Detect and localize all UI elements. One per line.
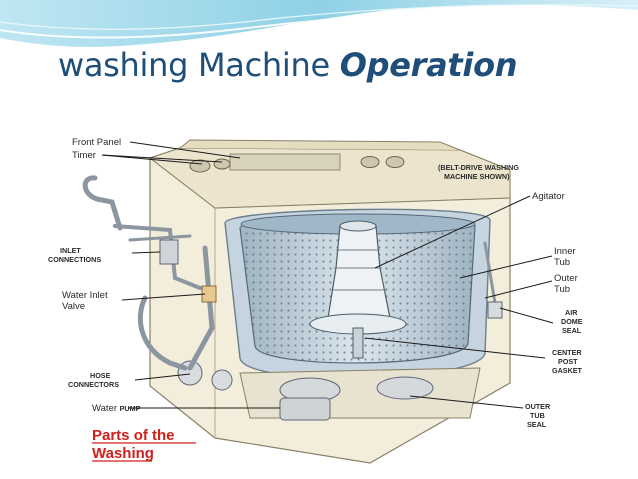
label-outer-tub-seal-1: OUTER <box>525 402 551 411</box>
label-outer-tub-seal-3: SEAL <box>527 420 547 429</box>
caption-line-2: Washing <box>92 445 154 462</box>
label-inlet-connections-1: INLET <box>60 246 81 255</box>
label-hose-connectors-1: HOSE <box>90 371 111 380</box>
label-air-dome-seal-1: AIR <box>565 308 578 317</box>
control-panel <box>179 139 461 173</box>
leader-lines <box>101 141 554 409</box>
label-timer: Timer <box>72 150 96 161</box>
label-water-pump-1: Water <box>92 403 117 414</box>
label-agitator: Agitator <box>532 191 565 202</box>
label-inner-tub-1: Inner <box>554 246 576 257</box>
caption-line-1: Parts of the <box>92 427 175 444</box>
agitator <box>309 220 407 359</box>
label-center-post-gasket-3: GASKET <box>552 366 583 375</box>
label-outer-tub-1: Outer <box>554 273 578 284</box>
label-inner-tub-2: Tub <box>554 257 570 268</box>
slide-title: washing Machine Operation <box>58 46 518 84</box>
label-water-pump-2: PUMP <box>120 404 141 413</box>
label-outer-tub-2: Tub <box>554 284 570 295</box>
base-mechanism <box>177 360 481 421</box>
label-water-pump: Water PUMP <box>92 403 141 414</box>
label-air-dome-seal-2: DOME <box>561 317 583 326</box>
label-inlet-connections-2: CONNECTIONS <box>48 255 101 264</box>
label-center-post-gasket-2: POST <box>558 357 578 366</box>
label-water-inlet-valve-2: Valve <box>62 301 85 312</box>
header-wave-decoration <box>0 0 638 47</box>
label-front-panel: Front Panel <box>72 137 121 148</box>
label-center-post-gasket-1: CENTER <box>552 348 582 357</box>
label-belt-drive-note-1: (BELT-DRIVE WASHING <box>438 163 519 172</box>
diagram-caption: Parts of the Washing <box>92 427 196 462</box>
hoses <box>82 175 503 371</box>
label-belt-drive-note-2: MACHINE SHOWN) <box>444 172 510 181</box>
label-hose-connectors-2: CONNECTORS <box>68 380 119 389</box>
label-outer-tub-seal-2: TUB <box>530 411 545 420</box>
label-water-inlet-valve-1: Water Inlet <box>62 290 108 301</box>
washing-machine-diagram: Front Panel Timer (BELT-DRIVE WASHING MA… <box>48 137 583 464</box>
label-air-dome-seal-3: SEAL <box>562 326 582 335</box>
title-text: washing Machine <box>58 46 340 84</box>
title-emphasis: Operation <box>339 46 518 84</box>
